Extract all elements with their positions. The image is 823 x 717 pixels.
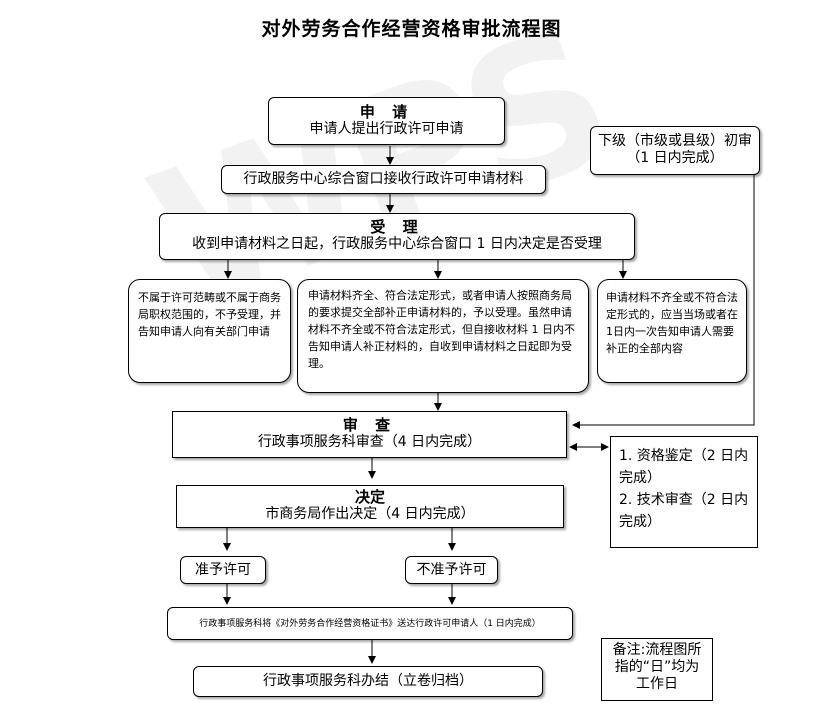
branch-out-of-scope-text: 不属于许可范畴或不属于商务局职权范围的，不予受理，并告知申请人向有关部门申请 <box>138 291 281 338</box>
apply-box: 申 请 申请人提出行政许可申请 <box>268 97 505 145</box>
branch-incomplete: 申请材料不齐全或不符合法定形式的，应当当场或者在1日内一次告知申请人需要补正的全… <box>597 279 747 383</box>
page-title: 对外劳务合作经营资格审批流程图 <box>261 18 562 40</box>
approve-box: 准予许可 <box>180 556 266 584</box>
lower-review-line2: （1 日内完成） <box>626 150 724 166</box>
branch-incomplete-text: 申请材料不齐全或不符合法定形式的，应当当场或者在1日内一次告知申请人需要补正的全… <box>606 291 738 355</box>
deliver-text: 行政事项服务科将《对外劳务合作经营资格证书》送达行政许可申请人（1 日内完成） <box>199 619 541 629</box>
note-line1: 备注:流程图所 <box>612 642 702 658</box>
lower-review-box: 下级（市级或县级）初审 （1 日内完成） <box>590 126 760 175</box>
decision-heading: 决定 <box>354 488 385 506</box>
note-line3: 工作日 <box>636 676 678 692</box>
review-items-box: 1. 资格鉴定（2 日内完成） 2. 技术审查（2 日内完成） <box>610 436 758 548</box>
branch-complete-text: 申请材料齐全、符合法定形式，或者申请人按照商务局的要求提交全部补正申请材料的，予… <box>308 289 575 370</box>
branch-out-of-scope: 不属于许可范畴或不属于商务局职权范围的，不予受理，并告知申请人向有关部门申请 <box>128 279 291 383</box>
apply-text: 申请人提出行政许可申请 <box>309 121 464 137</box>
note-line2: 指的“日”均为 <box>614 659 700 675</box>
archive-box: 行政事项服务科办结（立卷归档） <box>193 666 543 697</box>
approve-text: 准予许可 <box>195 562 251 578</box>
note-box: 备注:流程图所 指的“日”均为 工作日 <box>601 638 713 701</box>
review-item-1: 1. 资格鉴定（2 日内完成） <box>619 448 749 486</box>
review-box: 审 查 行政事项服务科审查（4 日内完成） <box>172 411 567 458</box>
review-heading: 审 查 <box>342 416 397 434</box>
review-item-2: 2. 技术审查（2 日内完成） <box>619 492 749 530</box>
decision-text: 市商务局作出决定（4 日内完成） <box>265 506 475 522</box>
arrow-lower-review <box>572 175 755 429</box>
reject-box: 不准予许可 <box>405 556 498 584</box>
decision-box: 决定 市商务局作出决定（4 日内完成） <box>176 485 564 528</box>
accept-heading: 受 理 <box>370 218 424 236</box>
review-text: 行政事项服务科审查（4 日内完成） <box>257 434 482 450</box>
deliver-box: 行政事项服务科将《对外劳务合作经营资格证书》送达行政许可申请人（1 日内完成） <box>167 607 573 640</box>
apply-heading: 申 请 <box>359 103 414 121</box>
accept-box: 受 理 收到申请材料之日起，行政服务中心综合窗口 1 日内决定是否受理 <box>159 213 635 260</box>
accept-text: 收到申请材料之日起，行政服务中心综合窗口 1 日内决定是否受理 <box>192 236 602 252</box>
branch-complete: 申请材料齐全、符合法定形式，或者申请人按照商务局的要求提交全部补正申请材料的，予… <box>297 279 589 393</box>
receive-box: 行政服务中心综合窗口接收行政许可申请材料 <box>221 165 546 194</box>
receive-text: 行政服务中心综合窗口接收行政许可申请材料 <box>243 171 524 187</box>
reject-text: 不准予许可 <box>416 562 487 578</box>
archive-text: 行政事项服务科办结（立卷归档） <box>263 673 473 689</box>
lower-review-line1: 下级（市级或县级）初审 <box>598 133 752 149</box>
